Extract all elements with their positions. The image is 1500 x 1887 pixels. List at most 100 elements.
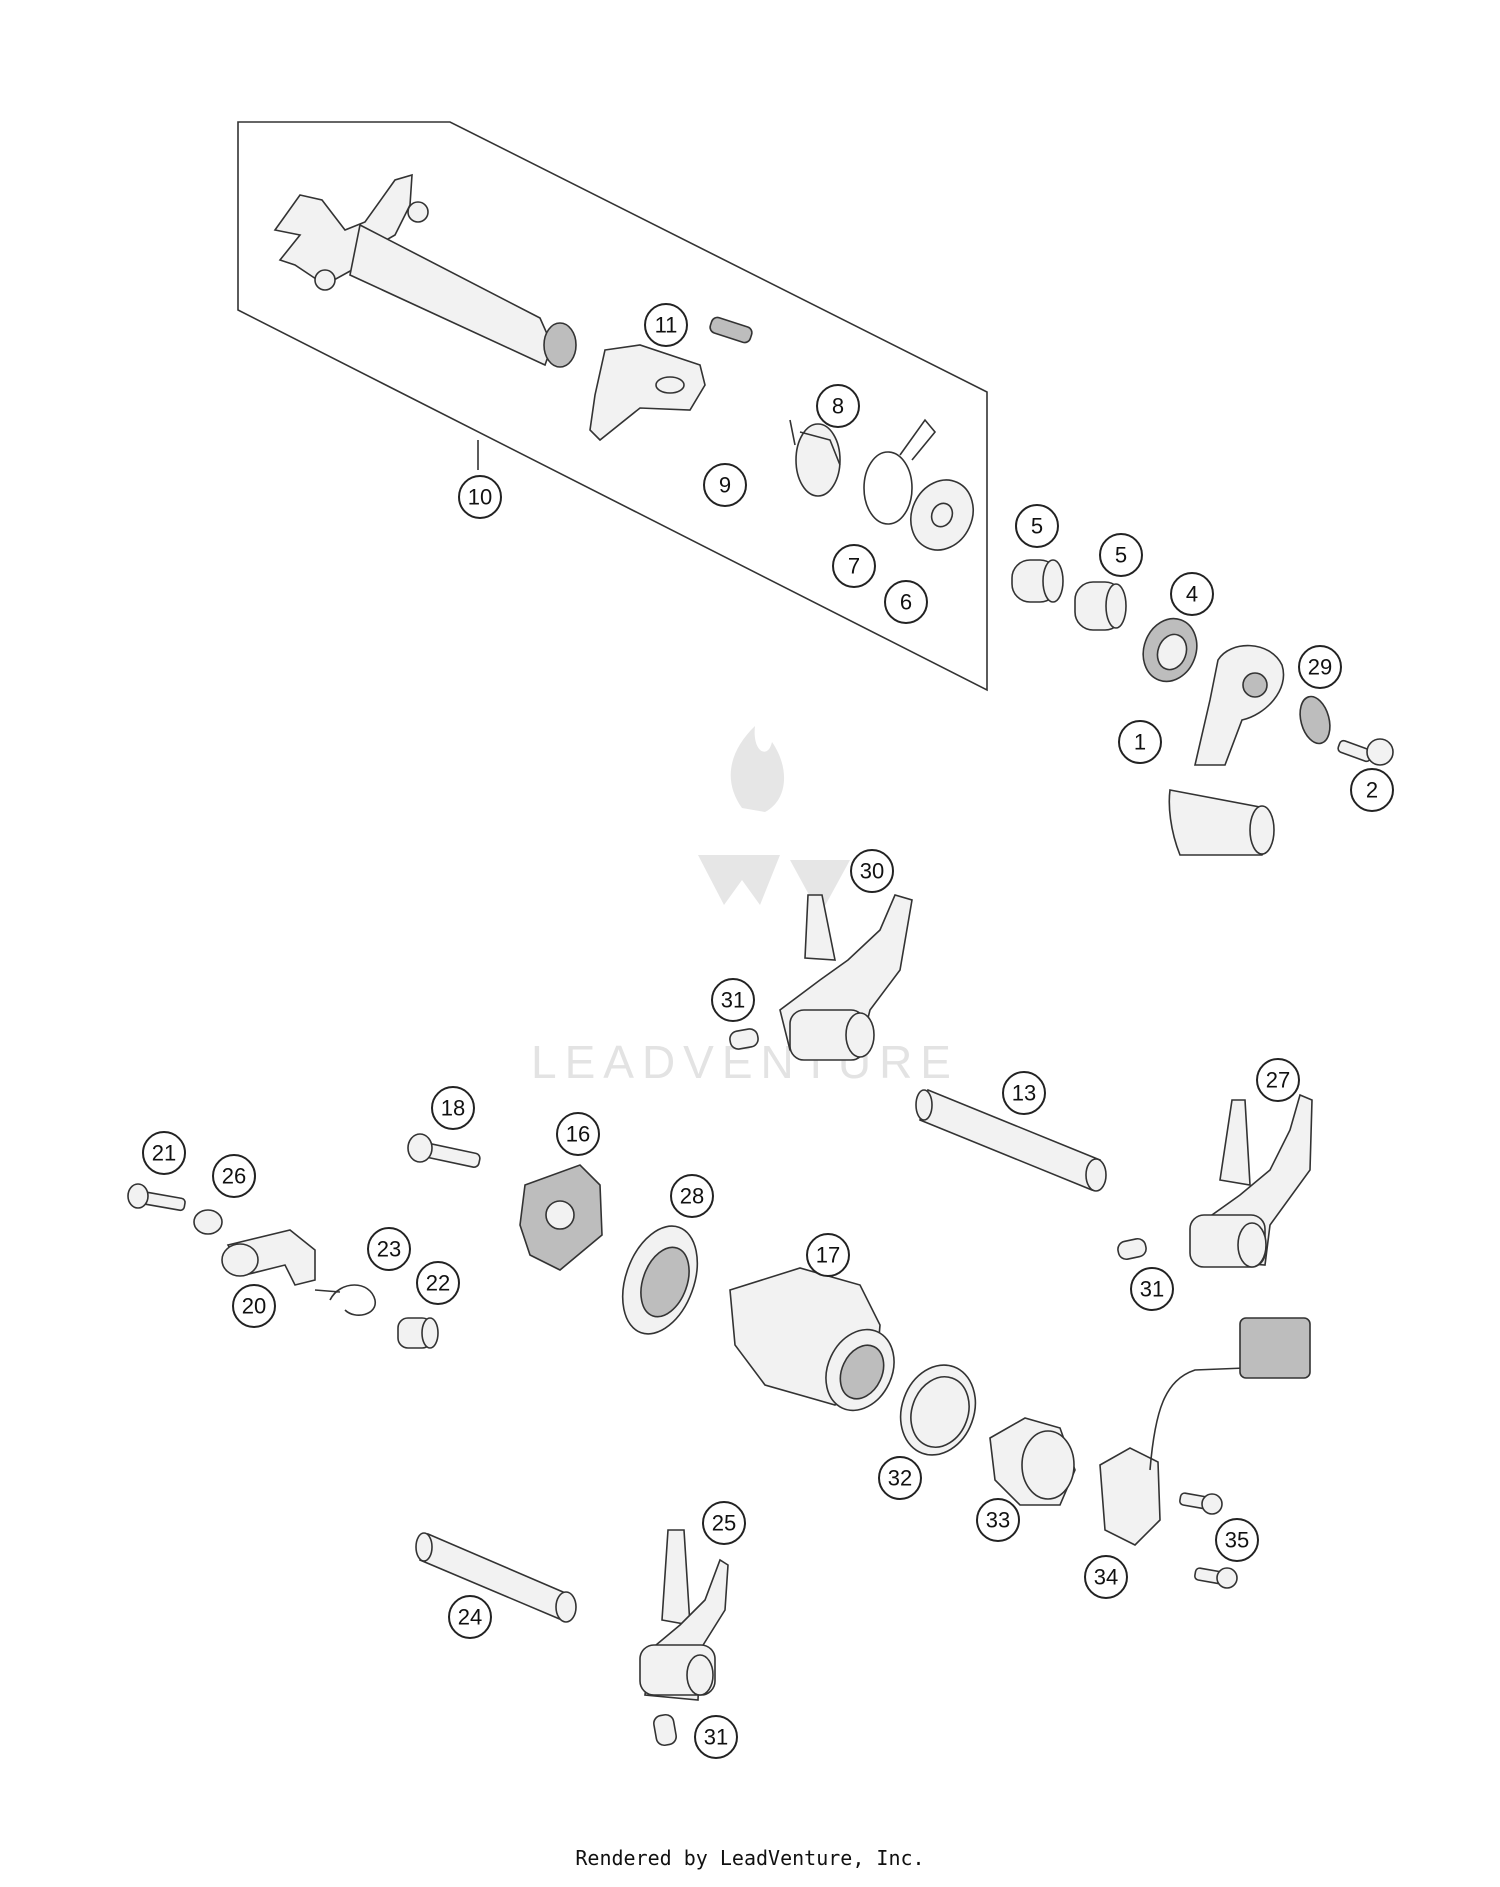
callout-number: 33 xyxy=(986,1508,1010,1533)
bolt-part-2 xyxy=(1337,738,1394,766)
washer-part-29 xyxy=(1299,695,1331,745)
callout-13: 13 xyxy=(1002,1071,1046,1115)
callout-33: 33 xyxy=(976,1498,1020,1542)
sensor-housing-part-33 xyxy=(989,1417,1076,1506)
callout-number: 10 xyxy=(468,485,492,510)
callout-circle xyxy=(1084,1555,1128,1599)
shift-fork-part-25 xyxy=(639,1529,729,1701)
locking-lever-part-20 xyxy=(221,1229,316,1286)
callout-16: 16 xyxy=(556,1112,600,1156)
callout-2: 2 xyxy=(1350,768,1394,812)
callout-circle xyxy=(212,1154,256,1198)
callout-circle xyxy=(431,1086,475,1130)
callout-number: 17 xyxy=(816,1243,840,1268)
callout-27: 27 xyxy=(1256,1058,1300,1102)
ring-part-32 xyxy=(899,1364,977,1456)
callout-24: 24 xyxy=(448,1595,492,1639)
callout-circle xyxy=(670,1174,714,1218)
seal-part-4 xyxy=(1142,617,1198,683)
callout-circle xyxy=(878,1456,922,1500)
callout-circle xyxy=(711,978,755,1022)
bolt-part-21 xyxy=(127,1183,186,1212)
shift-drum-locating-part-16 xyxy=(519,1164,603,1271)
callout-6: 6 xyxy=(884,580,928,624)
callout-number: 31 xyxy=(704,1725,728,1750)
pin-part-31b xyxy=(1117,1237,1147,1261)
bushing-part-5a xyxy=(1011,559,1064,603)
shift-fork-part-27 xyxy=(1189,1093,1313,1268)
callout-circle xyxy=(816,384,860,428)
callout-number: 22 xyxy=(426,1271,450,1296)
callout-number: 18 xyxy=(441,1096,465,1121)
callout-number: 6 xyxy=(900,590,912,615)
callout-number: 11 xyxy=(655,313,678,338)
shift-fork-part-30 xyxy=(779,894,913,1061)
spring-clip-part-7 xyxy=(863,451,913,525)
subassembly-box xyxy=(237,121,988,692)
callout-circle xyxy=(806,1233,850,1277)
footer-credit: Rendered by LeadVenture, Inc. xyxy=(575,1846,925,1870)
callout-31: 31 xyxy=(711,978,755,1022)
gear-sensor-part-34 xyxy=(1099,1317,1311,1546)
callout-18: 18 xyxy=(431,1086,475,1130)
callout-circle xyxy=(1350,768,1394,812)
callout-circle xyxy=(644,303,688,347)
pin-part-31c xyxy=(653,1713,677,1747)
callout-number: 8 xyxy=(832,394,844,419)
pin-part-31a xyxy=(729,1028,759,1050)
callout-circle xyxy=(884,580,928,624)
callout-31: 31 xyxy=(694,1715,738,1759)
callout-28: 28 xyxy=(670,1174,714,1218)
spring-part-9 xyxy=(709,316,753,344)
washer-part-6 xyxy=(910,479,974,551)
callout-circle xyxy=(1170,572,1214,616)
callout-circle xyxy=(232,1284,276,1328)
callout-9: 9 xyxy=(703,463,747,507)
callout-circle xyxy=(1015,504,1059,548)
screw-part-35a xyxy=(1179,1492,1223,1515)
washer-part-26 xyxy=(193,1209,223,1235)
callout-number: 28 xyxy=(680,1184,704,1209)
callout-number: 4 xyxy=(1186,582,1198,607)
callout-circle xyxy=(142,1131,186,1175)
callout-10: 10 xyxy=(458,475,502,519)
bushing-part-22 xyxy=(397,1317,439,1349)
callout-17: 17 xyxy=(806,1233,850,1277)
callout-number: 35 xyxy=(1225,1528,1249,1553)
callout-number: 26 xyxy=(222,1164,246,1189)
callout-number: 25 xyxy=(712,1511,736,1536)
callout-circle xyxy=(1118,720,1162,764)
callout-number: 9 xyxy=(719,473,731,498)
callout-circle xyxy=(448,1595,492,1639)
shift-drum-part-17 xyxy=(729,1267,895,1412)
callout-circle xyxy=(850,849,894,893)
shift-shaft-part xyxy=(273,173,577,368)
callout-circle xyxy=(416,1261,460,1305)
shift-lever-part xyxy=(1168,644,1285,856)
fork-rod-part-13 xyxy=(915,1088,1107,1192)
callout-number: 24 xyxy=(458,1605,482,1630)
callout-number: 16 xyxy=(566,1122,590,1147)
callout-1: 1 xyxy=(1118,720,1162,764)
callout-number: 5 xyxy=(1115,543,1127,568)
callout-number: 34 xyxy=(1094,1565,1118,1590)
callout-5: 5 xyxy=(1015,504,1059,548)
guide-part-8 xyxy=(789,419,841,497)
callout-32: 32 xyxy=(878,1456,922,1500)
callout-31: 31 xyxy=(1130,1267,1174,1311)
callout-circle xyxy=(1130,1267,1174,1311)
callout-number: 32 xyxy=(888,1466,912,1491)
callout-number: 31 xyxy=(1140,1277,1164,1302)
callout-circle xyxy=(832,544,876,588)
callout-5: 5 xyxy=(1099,533,1143,577)
callout-circle xyxy=(1256,1058,1300,1102)
callout-35: 35 xyxy=(1215,1518,1259,1562)
callout-labels: 1245567891011131617182021222324252627282… xyxy=(142,303,1394,1759)
bearing-part-28 xyxy=(621,1225,699,1335)
callout-number: 31 xyxy=(721,988,745,1013)
callout-7: 7 xyxy=(832,544,876,588)
callout-29: 29 xyxy=(1298,645,1342,689)
callout-circle xyxy=(1002,1071,1046,1115)
bolt-part-18 xyxy=(407,1133,481,1168)
